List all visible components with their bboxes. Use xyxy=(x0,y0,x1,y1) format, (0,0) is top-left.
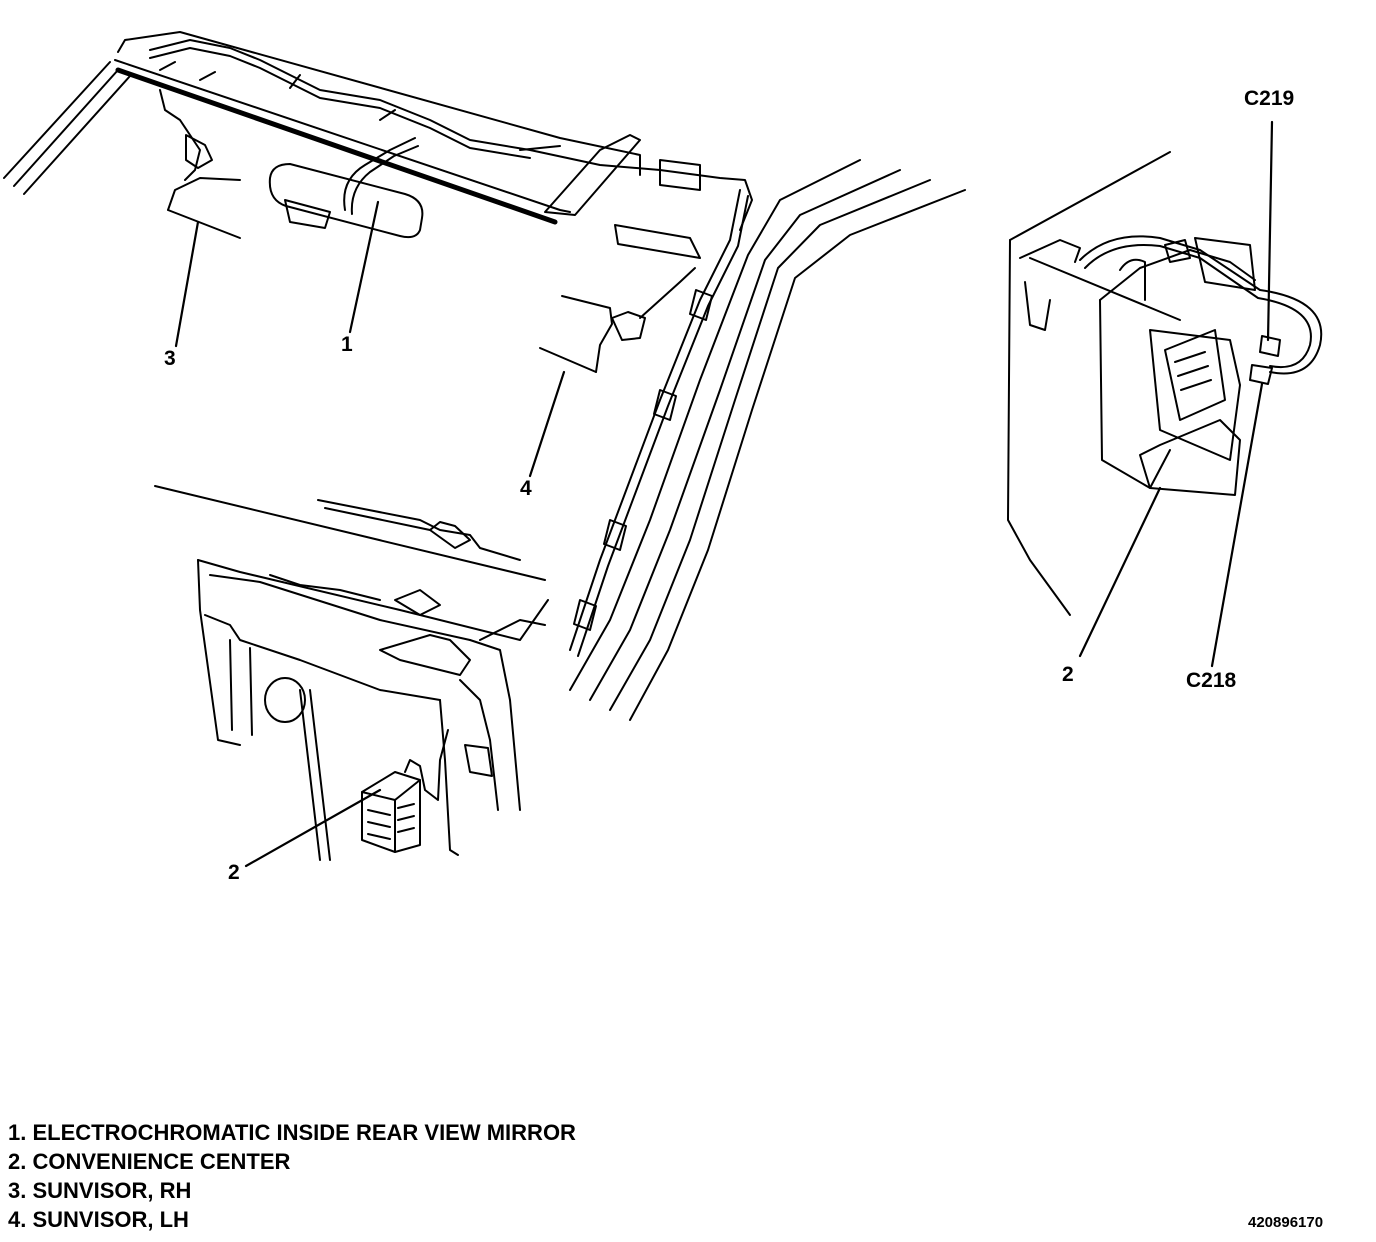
convenience-center-dash xyxy=(361,729,449,853)
leader-lines xyxy=(174,120,1274,868)
callout-1: 1 xyxy=(341,333,353,356)
component-legend: 1. ELECTROCHROMATIC INSIDE REAR VIEW MIR… xyxy=(8,1118,576,1234)
right-a-pillar-harness xyxy=(569,159,966,721)
callout-c218: C218 xyxy=(1186,669,1237,692)
leader-4 xyxy=(528,370,566,478)
callout-2-detail: 2 xyxy=(1062,663,1074,686)
inside-rear-view-mirror xyxy=(268,137,424,239)
figure-id: 420896170 xyxy=(1248,1214,1324,1231)
left-a-pillar xyxy=(3,61,131,195)
callout-4: 4 xyxy=(520,477,532,500)
leader-c218 xyxy=(1210,382,1264,668)
sunvisor-lh xyxy=(539,267,696,373)
leader-c219 xyxy=(1266,120,1274,342)
instrument-panel xyxy=(154,485,549,861)
callout-2-dash: 2 xyxy=(228,861,240,884)
convenience-center-detail xyxy=(1007,151,1323,616)
legend-item: 1. ELECTROCHROMATIC INSIDE REAR VIEW MIR… xyxy=(8,1120,576,1145)
leader-3 xyxy=(174,220,200,348)
roof-header-rail xyxy=(114,31,753,259)
callout-c219: C219 xyxy=(1244,87,1295,110)
leader-2-dash xyxy=(244,788,382,868)
leader-1 xyxy=(348,200,380,334)
legend-item: 3. SUNVISOR, RH xyxy=(8,1178,192,1203)
leader-2-detail xyxy=(1078,486,1162,658)
callout-3: 3 xyxy=(164,347,176,370)
sunvisor-rh xyxy=(159,89,241,239)
legend-item: 2. CONVENIENCE CENTER xyxy=(8,1149,291,1174)
legend-item: 4. SUNVISOR, LH xyxy=(8,1207,189,1232)
